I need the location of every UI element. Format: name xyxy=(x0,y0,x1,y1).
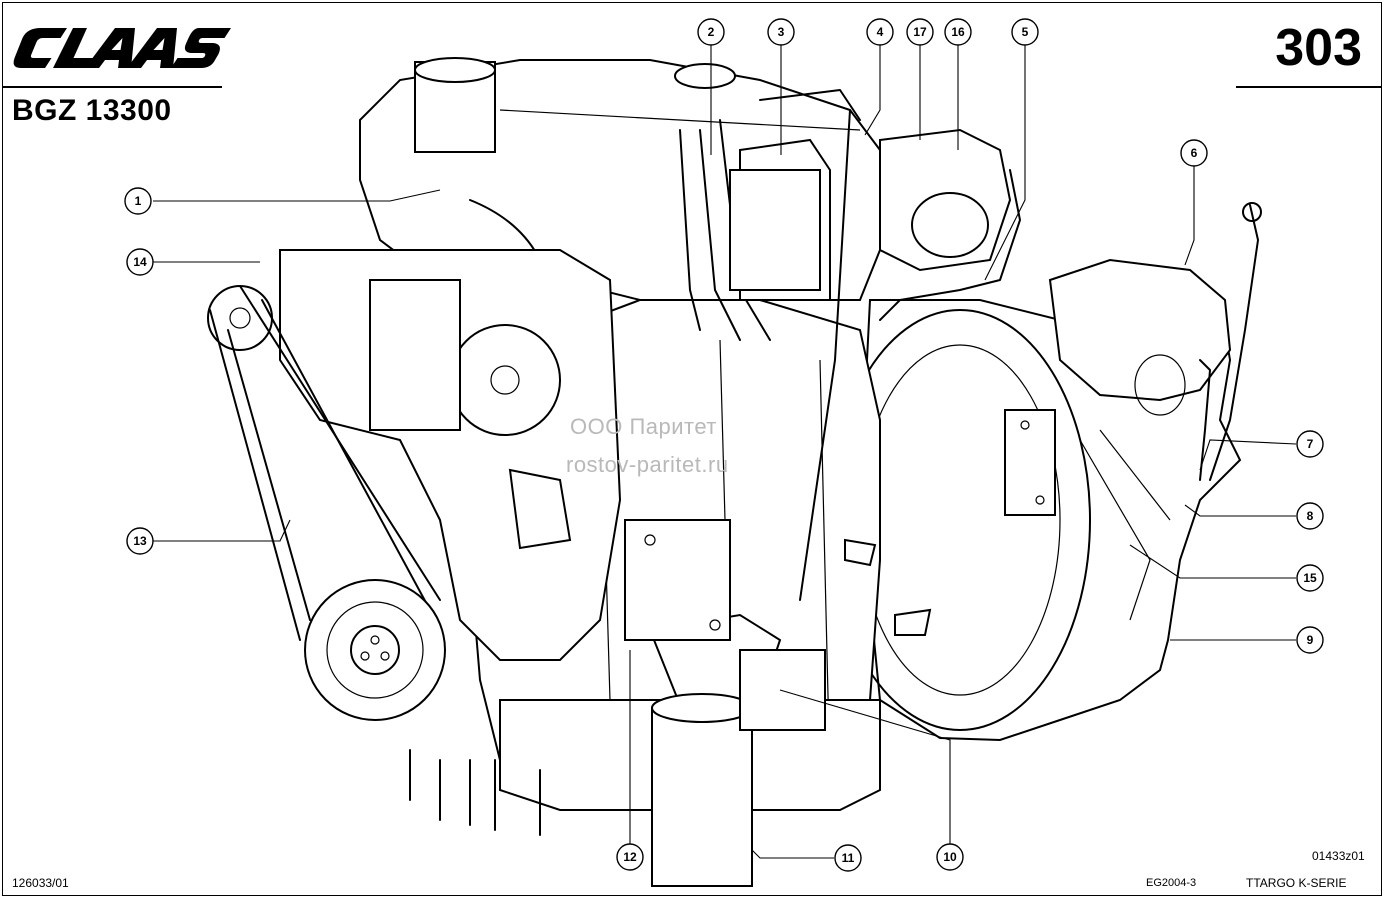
alternator-hub xyxy=(229,307,251,329)
bracket-bolt-2 xyxy=(709,619,721,631)
hub-bolt-3 xyxy=(360,651,370,661)
callout-14: 14 xyxy=(126,248,154,276)
sheet-number: 303 xyxy=(1275,19,1362,77)
hub-bolt-2 xyxy=(380,651,390,661)
svg-text:16: 16 xyxy=(951,25,965,39)
callout-16: 16 xyxy=(944,18,972,46)
series-name: TTARGO K-SERIE xyxy=(1246,876,1347,890)
callout-3: 3 xyxy=(767,18,795,46)
watermark-company: ООО Паритет xyxy=(570,414,717,439)
svg-text:6: 6 xyxy=(1191,146,1198,160)
breather-hose xyxy=(1199,359,1211,481)
callout-17: 17 xyxy=(906,18,934,46)
injector-line-2 xyxy=(699,129,741,341)
prefilter-bowl xyxy=(911,192,989,258)
water-pump-hub xyxy=(490,365,520,395)
cover-bolt-2 xyxy=(1035,495,1045,505)
callout-13: 13 xyxy=(126,527,154,555)
callout-4: 4 xyxy=(866,18,894,46)
callout-7: 7 xyxy=(1296,430,1324,458)
callout-9: 9 xyxy=(1296,626,1324,654)
block-boss-2 xyxy=(894,608,932,636)
callout-5: 5 xyxy=(1011,18,1039,46)
callout-6: 6 xyxy=(1180,139,1208,167)
header-rule-right xyxy=(1236,86,1382,88)
svg-text:10: 10 xyxy=(943,850,957,864)
callout-11: 11 xyxy=(834,844,862,872)
svg-text:13: 13 xyxy=(133,534,147,548)
callout-15: 15 xyxy=(1296,564,1324,592)
svg-text:12: 12 xyxy=(623,850,637,864)
callout-10: 10 xyxy=(936,843,964,871)
gearbox-rib-1 xyxy=(1079,439,1151,621)
prefilter-hose xyxy=(879,169,1021,321)
outlet-neck xyxy=(414,57,496,83)
svg-text:8: 8 xyxy=(1307,509,1314,523)
callout-12: 12 xyxy=(616,843,644,871)
callout-8: 8 xyxy=(1296,502,1324,530)
svg-text:7: 7 xyxy=(1307,437,1314,451)
drive-belt-inner xyxy=(227,299,431,621)
callout-2: 2 xyxy=(697,18,725,46)
fuel-filter-body xyxy=(729,169,821,291)
svg-text:3: 3 xyxy=(778,25,785,39)
callout-1: 1 xyxy=(124,187,152,215)
head-bolt-row xyxy=(499,109,861,131)
starter-motor xyxy=(1048,258,1232,402)
image-code: 01433z01 xyxy=(1312,849,1365,863)
crankshaft-pulley-inner xyxy=(326,601,424,699)
watermark-url: rostov-paritet.ru xyxy=(566,452,729,477)
part-number: BGZ 13300 xyxy=(12,94,172,127)
drawing-id: 126033/01 xyxy=(12,876,69,890)
svg-text:4: 4 xyxy=(877,25,884,39)
hub-bolt-1 xyxy=(370,635,380,645)
header-rule-left xyxy=(2,86,222,88)
svg-text:14: 14 xyxy=(133,255,147,269)
doc-code: EG2004-3 xyxy=(1146,877,1197,889)
oil-filler-cap xyxy=(674,63,736,89)
starter-end xyxy=(1134,354,1186,416)
timing-cover-plate xyxy=(369,279,461,431)
bracket-bolt-1 xyxy=(644,534,656,546)
cover-bolt-1 xyxy=(1020,420,1030,430)
leader-lines xyxy=(153,44,1297,859)
injector-line-1 xyxy=(679,129,701,331)
svg-text:15: 15 xyxy=(1303,571,1317,585)
dipstick xyxy=(799,109,851,601)
fuel-return xyxy=(759,89,861,121)
block-boss-1 xyxy=(844,538,877,567)
svg-text:5: 5 xyxy=(1022,25,1029,39)
svg-text:17: 17 xyxy=(913,25,927,39)
dipstick-tube xyxy=(1209,204,1259,481)
dipstick-ring xyxy=(1242,202,1262,222)
crankshaft-hub xyxy=(350,625,400,675)
svg-text:9: 9 xyxy=(1307,633,1314,647)
water-pump-outlet xyxy=(508,468,572,550)
gearbox-rib-2 xyxy=(1099,429,1171,521)
claas-logo xyxy=(13,28,232,68)
oil-cooler xyxy=(739,649,826,731)
svg-text:1: 1 xyxy=(135,194,142,208)
inspection-cover xyxy=(1004,409,1056,516)
svg-text:11: 11 xyxy=(842,851,855,865)
svg-text:2: 2 xyxy=(708,25,715,39)
